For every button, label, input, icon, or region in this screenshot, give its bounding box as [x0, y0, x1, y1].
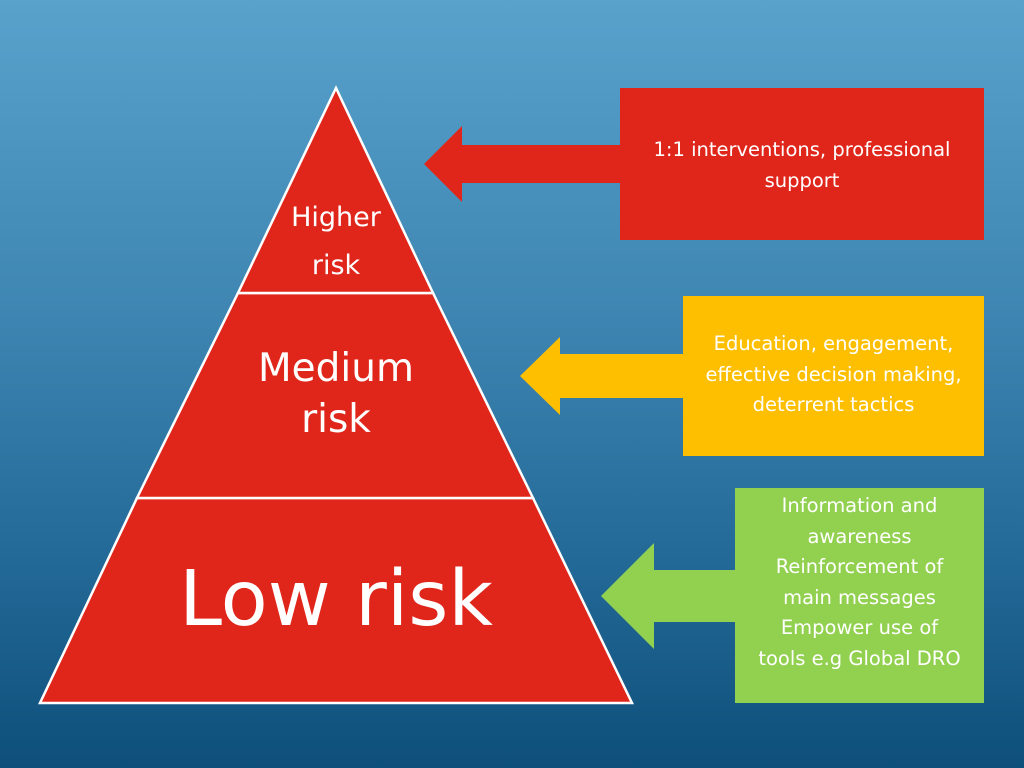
support-text-line: 1:1 interventions, professional — [653, 138, 951, 161]
higher-risk-label: Higher risk — [270, 194, 402, 290]
medium-risk-arrow — [520, 337, 684, 415]
support-text-line: Empower use of — [780, 616, 939, 639]
higher-risk-label-line: Higher — [291, 202, 381, 233]
support-text-line: Information and — [781, 494, 938, 517]
medium-risk-label-line: Medium — [258, 346, 414, 391]
low-risk-label: Low risk — [130, 550, 542, 650]
medium-risk-label-line: risk — [301, 397, 371, 442]
low-risk-support-box: Information and awareness Reinforcement … — [735, 488, 984, 703]
support-text-line: support — [764, 168, 840, 192]
higher-risk-tier — [236, 85, 435, 295]
support-text-line: awareness — [807, 524, 912, 548]
higher-risk-arrow — [424, 126, 621, 202]
medium-risk-label: Medium risk — [220, 343, 452, 445]
support-text-line: Education, engagement, — [713, 332, 954, 355]
low-risk-arrow — [601, 543, 736, 649]
medium-risk-support-box: Education, engagement, effective decisio… — [683, 296, 984, 456]
support-text-line: Reinforcement of — [775, 555, 944, 578]
support-text-line: deterrent tactics — [752, 393, 915, 416]
support-text-line: main messages — [783, 585, 936, 609]
higher-risk-label-line: risk — [311, 250, 361, 281]
higher-risk-support-box: 1:1 interventions, professional support — [620, 88, 984, 240]
support-text-line: effective decision making, — [705, 362, 962, 386]
low-risk-label-line: Low risk — [179, 555, 493, 644]
support-text-line: tools e.g Global DRO — [758, 646, 961, 670]
